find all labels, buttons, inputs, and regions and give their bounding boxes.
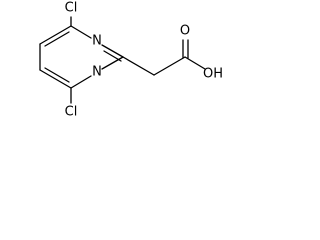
- bond-c-oh: [184, 56, 206, 70]
- atom-label-cl-top: Cl: [65, 1, 78, 16]
- atom-label-n-upper: N: [92, 34, 102, 49]
- bond-n3-c2: [101, 44, 124, 58]
- bond-c4-n3: [70, 25, 92, 39]
- bond-c2-ch2: [122, 56, 155, 76]
- bond-c4-c5-inner: [44, 31, 70, 47]
- bond-c4-c5-side: [39, 25, 72, 45]
- bond-ch2-cooh: [153, 56, 186, 76]
- atom-label-oh: OH: [203, 67, 223, 82]
- atom-label-n-lower: N: [92, 65, 102, 80]
- bond-c6-c5: [39, 69, 72, 89]
- atom-label-o-carbonyl: O: [180, 24, 190, 39]
- bond-c6-c5-inner: [44, 67, 70, 83]
- bond-n1-c6: [70, 75, 92, 89]
- bond-c2-n1: [101, 56, 124, 70]
- chemical-structure: Cl Cl N N O OH: [39, 1, 223, 120]
- atom-label-cl-bottom: Cl: [65, 105, 78, 120]
